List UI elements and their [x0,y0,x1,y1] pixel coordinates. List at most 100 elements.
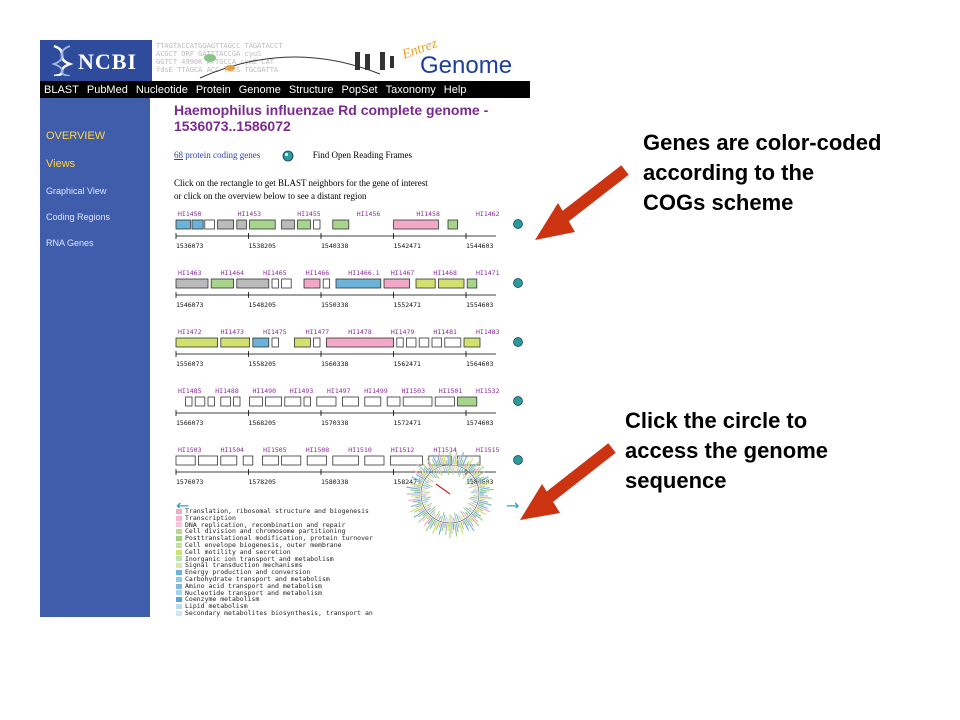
gene-rect[interactable] [217,219,234,230]
sidebar-item-overview[interactable]: OVERVIEW [46,130,106,142]
gene-rect[interactable] [313,219,321,230]
ncbi-logo[interactable]: NCBI [40,40,152,81]
sidebar-item-coding-regions[interactable]: Coding Regions [46,212,111,222]
gene-label[interactable]: HI1466.1 [348,269,379,277]
gene-rect[interactable] [175,455,196,466]
gene-rect[interactable] [271,337,279,348]
gene-rect[interactable] [332,219,350,230]
gene-rect[interactable] [281,455,302,466]
gene-label[interactable]: HI1503 [178,446,202,454]
gene-label[interactable]: HI1468 [433,269,457,277]
gene-rect[interactable] [191,219,204,230]
gene-rect[interactable] [220,337,251,348]
gene-rect[interactable] [393,219,439,230]
gene-rect[interactable] [463,337,481,348]
gene-label[interactable]: HI1504 [221,446,245,454]
gene-rect[interactable] [185,396,193,407]
gene-rect[interactable] [175,278,209,289]
globe-icon[interactable] [513,219,523,229]
gene-label[interactable]: HI1473 [221,328,245,336]
gene-rect[interactable] [236,278,270,289]
gene-rect[interactable] [313,337,321,348]
gene-rect[interactable] [175,219,191,230]
gene-rect[interactable] [418,337,430,348]
gene-rect[interactable] [210,278,235,289]
gene-rect[interactable] [204,219,215,230]
globe-icon[interactable] [513,396,523,406]
gene-rect[interactable] [220,455,238,466]
gene-rect[interactable] [447,219,459,230]
gene-rect[interactable] [322,278,330,289]
gene-rect[interactable] [364,396,382,407]
gene-rect[interactable] [316,396,337,407]
gene-rect[interactable] [271,278,279,289]
gene-label[interactable]: HI1488 [215,387,239,395]
gene-label[interactable]: HI1472 [178,328,202,336]
sidebar-item-rna-genes[interactable]: RNA Genes [46,238,94,248]
gene-rect[interactable] [220,396,231,407]
nav-pubmed[interactable]: PubMed [86,83,128,96]
nav-taxonomy[interactable]: Taxonomy [385,83,436,96]
find-orf-link[interactable]: Find Open Reading Frames [312,150,412,161]
gene-rect[interactable] [262,455,279,466]
gene-rect[interactable] [265,396,282,407]
gene-rect[interactable] [249,396,263,407]
gene-label[interactable]: HI1508 [306,446,330,454]
nav-structure[interactable]: Structure [288,83,334,96]
gene-rect[interactable] [444,337,462,348]
sidebar-item-views[interactable]: Views [46,158,76,170]
gene-rect[interactable] [415,278,436,289]
gene-label[interactable]: HI1483 [476,328,500,336]
gene-label[interactable]: HI1477 [306,328,330,336]
gene-rect[interactable] [306,455,327,466]
gene-rect[interactable] [434,396,455,407]
gene-label[interactable]: HI1505 [263,446,287,454]
protein-count-link[interactable]: 68 protein coding genes [174,150,260,160]
gene-label[interactable]: HI1481 [433,328,457,336]
gene-rect[interactable] [236,219,247,230]
gene-rect[interactable] [431,337,443,348]
gene-label[interactable]: HI1453 [238,210,262,218]
gene-label[interactable]: HI1532 [476,387,500,395]
gene-rect[interactable] [389,455,423,466]
left-arrow-icon[interactable]: ← [176,496,189,508]
gene-rect[interactable] [198,455,219,466]
nav-blast[interactable]: BLAST [44,83,79,96]
gene-label[interactable]: HI1512 [391,446,415,454]
gene-rect[interactable] [233,396,241,407]
gene-label[interactable]: HI1499 [364,387,388,395]
gene-rect[interactable] [396,337,404,348]
gene-label[interactable]: HI1464 [221,269,245,277]
gene-label[interactable]: HI1450 [178,210,202,218]
gene-rect[interactable] [405,337,417,348]
nav-protein[interactable]: Protein [195,83,231,96]
gene-label[interactable]: HI1471 [476,269,500,277]
gene-rect[interactable] [402,396,433,407]
gene-label[interactable]: HI1475 [263,328,287,336]
gene-label[interactable]: HI1467 [391,269,415,277]
gene-rect[interactable] [303,396,311,407]
gene-rect[interactable] [175,337,218,348]
gene-label[interactable]: HI1478 [348,328,372,336]
gene-rect[interactable] [364,455,385,466]
protein-label[interactable]: protein coding genes [185,150,261,161]
gene-label[interactable]: HI1514 [433,446,457,454]
right-arrow-icon[interactable]: → [506,496,519,508]
circular-genome-icon[interactable] [400,444,500,544]
gene-label[interactable]: HI1465 [263,269,287,277]
gene-label[interactable]: HI1515 [476,446,500,454]
gene-rect[interactable] [303,278,321,289]
gene-rect[interactable] [335,278,382,289]
globe-icon[interactable] [513,455,523,465]
gene-rect[interactable] [325,337,394,348]
globe-icon[interactable] [513,278,523,288]
gene-rect[interactable] [437,278,465,289]
sidebar-item-graphical-view[interactable]: Graphical View [46,186,107,196]
gene-label[interactable]: HI1463 [178,269,202,277]
gene-label[interactable]: HI1493 [290,387,314,395]
nav-nucleotide[interactable]: Nucleotide [135,83,188,96]
gene-rect[interactable] [332,455,359,466]
gene-rect[interactable] [383,278,411,289]
gene-rect[interactable] [341,396,359,407]
